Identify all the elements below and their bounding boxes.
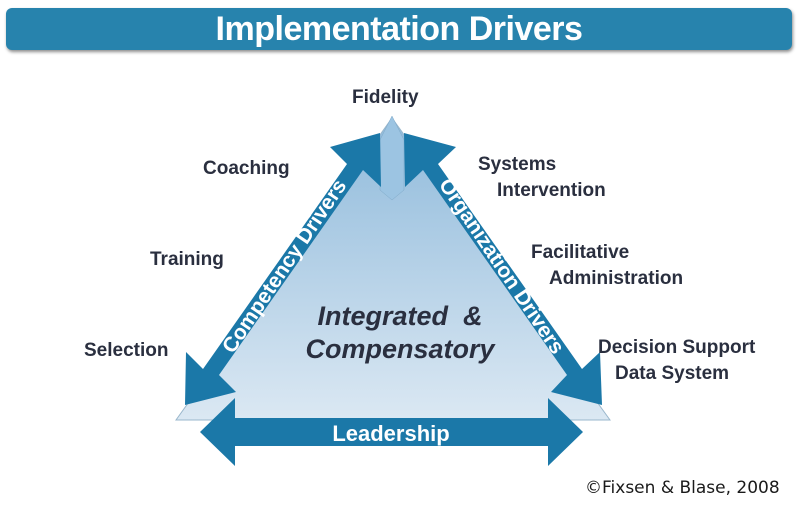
organization-drivers-arrow: [404, 133, 602, 405]
center-label: Integrated & Compensatory: [305, 301, 495, 364]
coaching-label: Coaching: [203, 158, 290, 179]
decision-support-label: Decision Support Data System: [598, 337, 756, 384]
facilitative-administration-label: Facilitative Administration: [531, 242, 684, 289]
page-title: Implementation Drivers: [215, 9, 583, 48]
copyright-text: ©Fixsen & Blase, 2008: [585, 478, 780, 498]
leadership-label: Leadership: [332, 421, 449, 446]
selection-label: Selection: [84, 340, 169, 361]
title-bar: Implementation Drivers: [6, 8, 792, 50]
systems-intervention-label: Systems Intervention: [478, 154, 606, 201]
fidelity-label: Fidelity: [352, 87, 419, 108]
leadership-arrow: [200, 398, 583, 466]
competency-drivers-arrow: [185, 133, 381, 405]
training-label: Training: [150, 249, 224, 270]
fidelity-apex-wedge: [379, 115, 405, 201]
